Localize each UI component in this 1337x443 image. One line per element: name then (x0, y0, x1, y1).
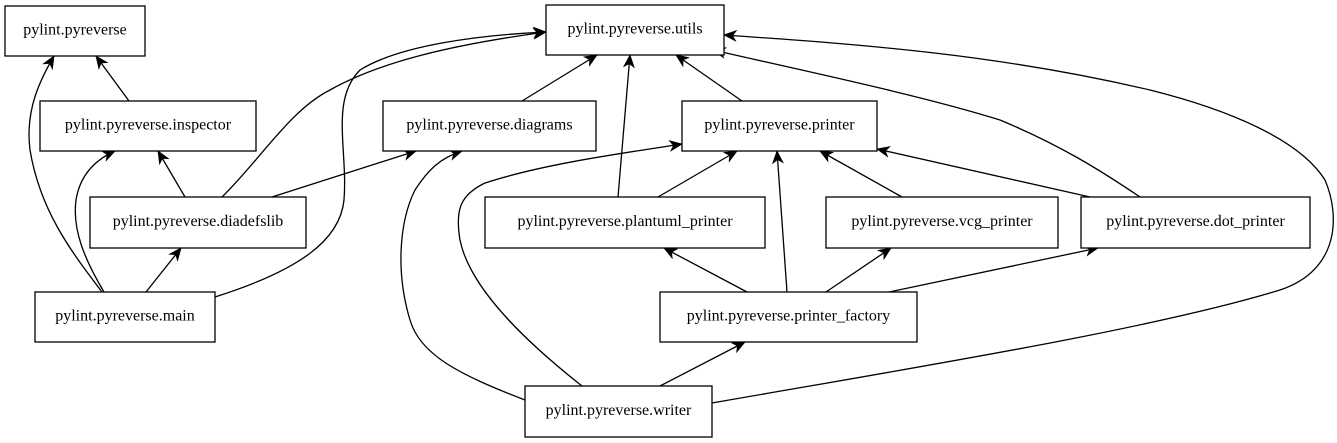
edge-plantuml-printer-to-utils (617, 54, 635, 198)
edge-plantuml-printer-to-printer (657, 150, 738, 198)
module-node-pyreverse: pylint.pyreverse (4, 5, 146, 57)
edge-writer-to-printer (457, 140, 683, 387)
edge-main-to-diadefslib (145, 247, 182, 293)
edge-diadefslib-to-utils (221, 27, 547, 198)
edge-dot-printer-to-utils (712, 47, 1141, 198)
module-label-utils: pylint.pyreverse.utils (567, 21, 702, 38)
module-node-diadefslib: pylint.pyreverse.diadefslib (89, 196, 307, 249)
module-label-inspector: pylint.pyreverse.inspector (65, 117, 232, 134)
module-label-dot-printer: pylint.pyreverse.dot_printer (1106, 213, 1285, 230)
module-node-vcg-printer: pylint.pyreverse.vcg_printer (825, 196, 1059, 249)
module-node-writer: pylint.pyreverse.writer (524, 385, 713, 438)
edge-main-to-pyreverse (28, 55, 103, 293)
module-label-pyreverse: pylint.pyreverse (23, 22, 127, 39)
module-label-printer: pylint.pyreverse.printer (704, 117, 855, 134)
module-node-main: pylint.pyreverse.main (34, 291, 216, 343)
module-node-diagrams: pylint.pyreverse.diagrams (382, 100, 597, 152)
edge-inspector-to-pyreverse (95, 55, 130, 102)
module-node-inspector: pylint.pyreverse.inspector (39, 100, 257, 152)
module-label-writer: pylint.pyreverse.writer (546, 402, 692, 419)
edge-diadefslib-to-diagrams (271, 149, 417, 198)
module-node-printer-factory: pylint.pyreverse.printer_factory (659, 291, 918, 343)
module-label-main: pylint.pyreverse.main (55, 308, 195, 325)
module-node-printer: pylint.pyreverse.printer (681, 100, 878, 152)
edge-printer-factory-to-vcg-printer (825, 247, 892, 293)
module-label-vcg-printer: pylint.pyreverse.vcg_printer (851, 213, 1033, 230)
module-label-diagrams: pylint.pyreverse.diagrams (406, 117, 572, 134)
module-node-utils: pylint.pyreverse.utils (545, 4, 725, 56)
edge-printer-factory-to-dot-printer (888, 244, 1099, 293)
edge-dot-printer-to-printer (876, 146, 1091, 198)
module-label-diadefslib: pylint.pyreverse.diadefslib (113, 213, 284, 230)
module-label-printer-factory: pylint.pyreverse.printer_factory (687, 308, 890, 325)
edge-writer-to-diagrams (400, 149, 526, 401)
edge-main-to-utils (214, 26, 547, 298)
edge-diadefslib-to-inspector (157, 150, 186, 198)
edge-writer-to-utils (711, 29, 1334, 404)
edge-printer-to-utils (675, 54, 743, 102)
edge-vcg-printer-to-printer (819, 150, 903, 198)
module-node-plantuml-printer: pylint.pyreverse.plantuml_printer (484, 196, 766, 249)
module-label-plantuml-printer: pylint.pyreverse.plantuml_printer (517, 213, 733, 230)
edge-printer-factory-to-printer (771, 150, 788, 293)
module-node-dot-printer: pylint.pyreverse.dot_printer (1080, 196, 1311, 249)
edge-diagrams-to-utils (521, 54, 598, 102)
edge-printer-factory-to-plantuml-printer (663, 247, 748, 293)
edge-main-to-inspector (74, 150, 116, 293)
edge-writer-to-printer-factory (659, 341, 746, 387)
